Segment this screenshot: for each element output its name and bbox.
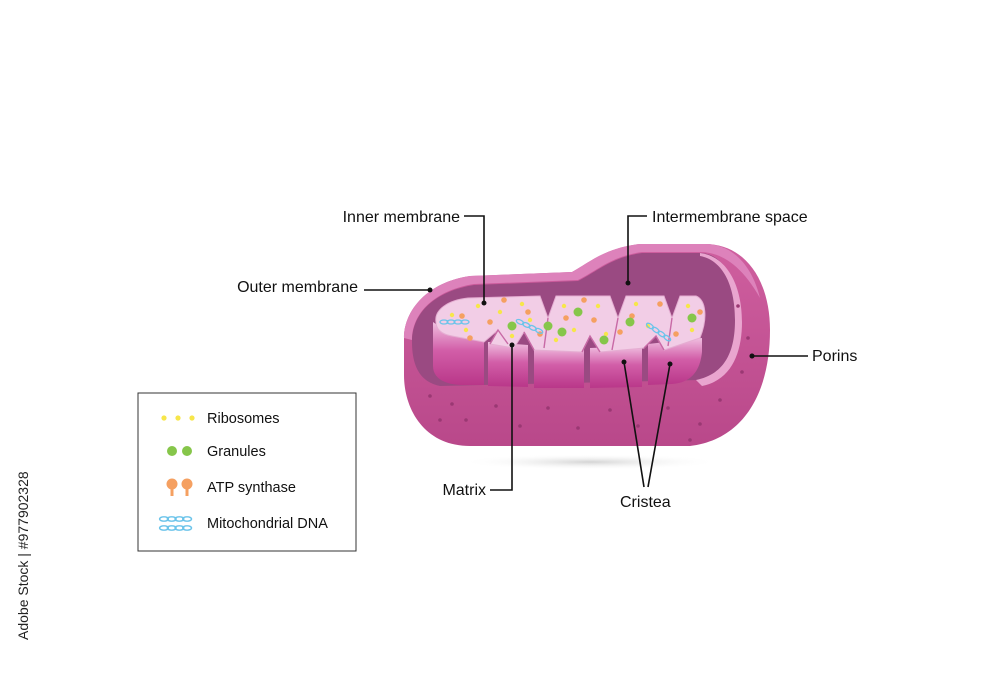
legend-ribosomes-label: Ribosomes — [207, 411, 280, 427]
legend-atp-synthase-icon — [166, 478, 193, 496]
label-cristea: Cristea — [620, 494, 671, 511]
legend-ribosomes-icon — [161, 415, 195, 421]
crista-wall — [488, 342, 528, 387]
outer-membrane-rim — [404, 244, 760, 340]
leader-matrix — [490, 345, 513, 491]
legend-box — [137, 392, 357, 552]
label-inner-membrane: Inner membrane — [343, 209, 460, 226]
crista-wall — [648, 338, 702, 385]
atp-synthase-particles — [459, 297, 703, 341]
label-matrix: Matrix — [442, 482, 486, 499]
ribosomes — [449, 301, 695, 343]
legend-granules-icon — [167, 446, 192, 456]
leader-inner-membrane — [464, 215, 485, 303]
leader-intermembrane-space — [627, 215, 647, 283]
watermark: Adobe Stock | #977902328 — [15, 471, 31, 640]
mitochondrion-shadow — [460, 454, 720, 470]
crista-wall — [534, 346, 584, 388]
label-porins: Porins — [812, 348, 857, 365]
outer-membrane-lip — [696, 253, 742, 386]
label-outer-membrane: Outer membrane — [237, 279, 358, 296]
leader-lines — [364, 215, 808, 491]
mitochondrion — [404, 244, 770, 446]
label-intermembrane-space: Intermembrane space — [652, 209, 808, 226]
granules — [507, 307, 697, 345]
legend-atp-synthase-label: ATP synthase — [207, 480, 296, 496]
leader-cristea-left — [623, 361, 645, 488]
legend-granules-label: Granules — [207, 444, 266, 460]
legend-mitochondrial-dna-label: Mitochondrial DNA — [207, 516, 328, 532]
leader-cristea-right — [647, 363, 671, 488]
legend: Ribosomes Granules ATP synthase Mitochon… — [137, 392, 357, 552]
crista-wall — [590, 346, 642, 388]
